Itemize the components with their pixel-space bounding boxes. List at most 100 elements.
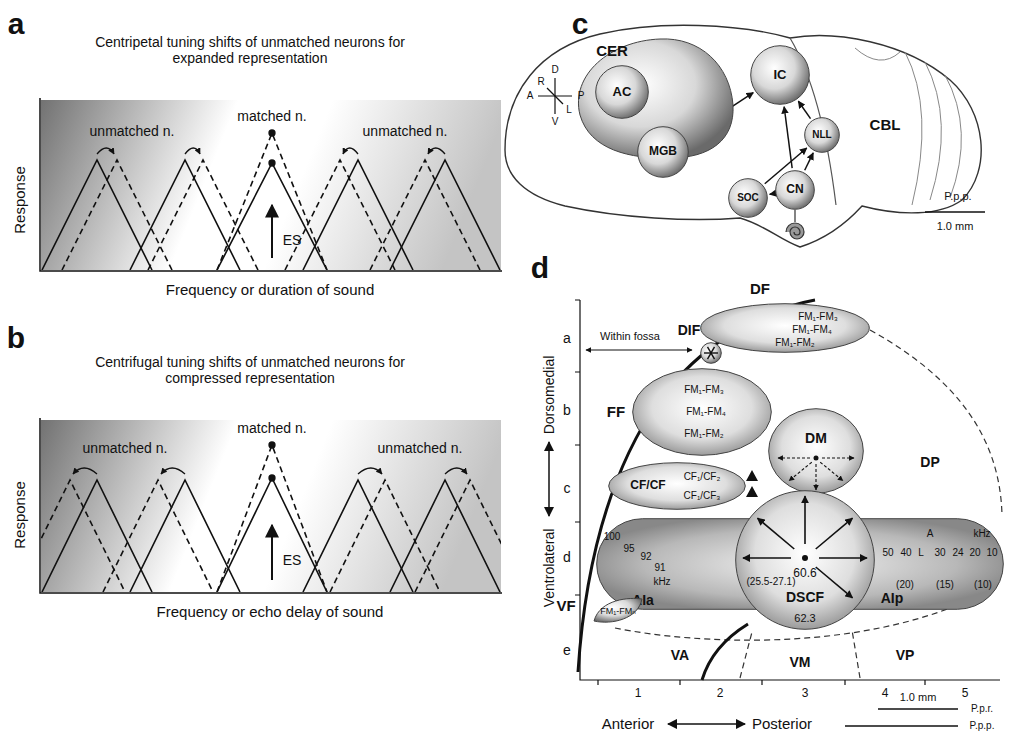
label: 92 xyxy=(640,551,651,563)
label: ES xyxy=(283,232,302,248)
area-shape xyxy=(700,342,722,364)
area-name: CN xyxy=(786,183,803,197)
tuning-curve xyxy=(370,160,480,270)
tuning-curve xyxy=(130,160,240,270)
brain-area: SOC xyxy=(728,178,768,218)
label: P.p.r. xyxy=(971,703,993,715)
label: 95 xyxy=(623,543,634,555)
label: L xyxy=(918,547,924,559)
area-name: VF xyxy=(556,597,575,614)
area-name: DIF xyxy=(678,322,701,338)
label: P.p.p. xyxy=(944,190,971,203)
peak-dot xyxy=(269,442,275,448)
area-note: FM₁-FM₃ xyxy=(798,311,838,323)
label: Centrifugal tuning shifts of unmatched n… xyxy=(70,354,430,386)
area-name: DF xyxy=(750,280,770,297)
brain-area: CN xyxy=(775,170,815,210)
label: (10) xyxy=(974,579,992,591)
tuning-curve xyxy=(41,480,125,592)
area-shape xyxy=(768,408,864,494)
area-note: 60.6 xyxy=(793,567,816,581)
brain-area: CF/CFCF₁/CF₂CF₁/CF₃ xyxy=(608,462,746,510)
tuning-curve xyxy=(217,133,327,270)
label: CBL xyxy=(870,116,901,133)
label: VM xyxy=(790,654,811,670)
label: e xyxy=(563,642,571,658)
area-name: DM xyxy=(805,430,827,446)
label: d xyxy=(531,251,549,286)
peak-dot xyxy=(269,475,275,481)
shift-arrow xyxy=(161,468,185,474)
tuning-curve xyxy=(303,160,413,270)
pathway-arrow xyxy=(784,107,792,168)
brain-area: DSCF 60.6 62.3 (25.5-27.1) xyxy=(735,490,875,630)
tuning-curve xyxy=(42,160,152,270)
label: P.p.p. xyxy=(970,720,995,732)
label: P xyxy=(578,90,585,102)
label: b xyxy=(563,402,571,418)
shift-arrow xyxy=(97,148,114,154)
brain-area: DFFM₁-FM₃FM₁-FM₄FM₁-FM₂ xyxy=(700,303,870,353)
label: 3 xyxy=(802,687,809,701)
area-note: FM₁-FM₃ xyxy=(684,384,724,396)
area-note: (25.5-27.1) xyxy=(747,576,796,588)
label: A xyxy=(927,528,934,540)
label: 1.0 mm xyxy=(900,691,937,704)
label: matched n. xyxy=(237,108,306,124)
area-shape xyxy=(608,462,746,510)
label: kHz xyxy=(653,576,670,588)
label: R xyxy=(537,76,544,88)
label: Frequency or echo delay of sound xyxy=(157,603,384,620)
area-note: FM₁-FM₂ xyxy=(775,337,814,349)
label: Response xyxy=(11,166,28,234)
label: a xyxy=(8,7,25,42)
area-name: IC xyxy=(774,68,787,83)
tuning-curve xyxy=(217,445,327,592)
label: matched n. xyxy=(237,420,306,436)
brain-area: MGB xyxy=(637,126,689,178)
tuning-curve xyxy=(390,480,500,592)
area-note: AIp xyxy=(881,590,904,606)
label: Centripetal tuning shifts of unmatched n… xyxy=(70,34,430,66)
label: (20) xyxy=(896,579,914,591)
peak-dot xyxy=(269,130,275,136)
shift-arrow xyxy=(445,468,467,474)
label: unmatched n. xyxy=(83,440,168,456)
pathway-arrow xyxy=(798,101,810,118)
label: 5 xyxy=(962,687,969,701)
label: L xyxy=(566,104,572,116)
label: 40 xyxy=(900,547,911,559)
label: 30 xyxy=(934,547,945,559)
tuning-curve xyxy=(415,480,501,592)
label: 2 xyxy=(717,687,724,701)
brain-area: IC xyxy=(750,45,810,105)
label: D xyxy=(551,64,558,76)
brain-area: VFFM₁-FMₙ xyxy=(592,595,644,625)
tuning-curve xyxy=(285,160,395,270)
area-shape xyxy=(735,490,875,630)
label: VA xyxy=(671,647,689,663)
area-note: 62.3 xyxy=(794,612,815,625)
shift-arrow xyxy=(428,148,445,154)
tuning-curve xyxy=(130,480,240,592)
label: 24 xyxy=(952,547,963,559)
shift-arrow xyxy=(185,148,200,154)
label: (15) xyxy=(936,579,954,591)
tuning-curve xyxy=(103,480,213,592)
area-name: CER xyxy=(596,42,628,59)
label: kHz xyxy=(973,528,990,540)
label: d xyxy=(563,549,571,565)
label: c xyxy=(564,480,571,496)
label: ES xyxy=(283,552,302,568)
area-note: FM₁-FM₄ xyxy=(686,406,726,418)
brain-area: NLL xyxy=(804,117,840,153)
label: V xyxy=(552,116,559,128)
label: DP xyxy=(920,454,939,470)
shift-arrow xyxy=(358,468,382,474)
label: VP xyxy=(896,647,915,663)
brain-area: AC xyxy=(595,65,649,119)
area-name: CF/CF xyxy=(630,479,665,493)
area-name: DSCF xyxy=(786,589,824,605)
brain-area: DM xyxy=(768,408,864,494)
label: 100 xyxy=(604,531,621,543)
